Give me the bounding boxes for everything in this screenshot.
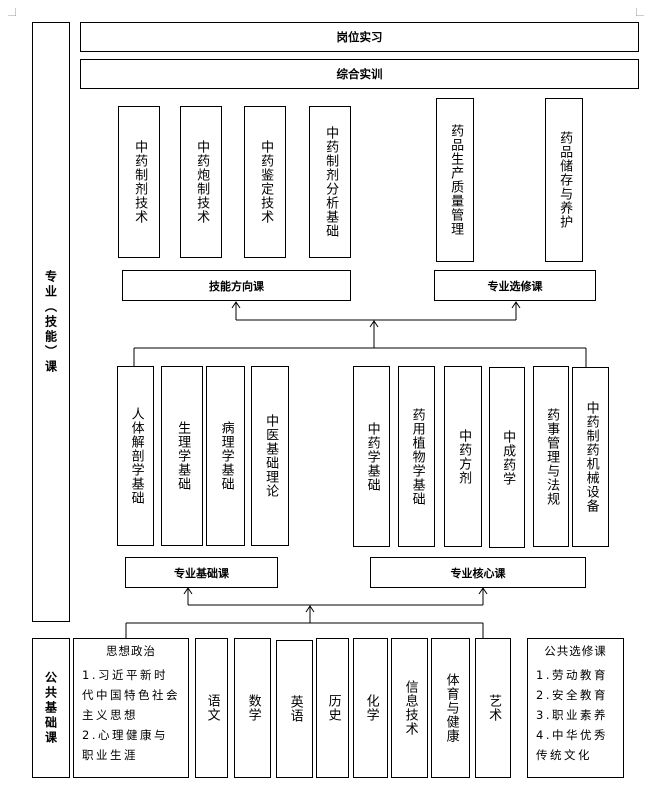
public-elective-item-2: 2.安全教育: [536, 688, 608, 702]
public-course-3: 英语: [276, 640, 313, 778]
basic-label-box: 专业基础课: [125, 557, 278, 588]
core-course-6: 中药制药机械设备: [572, 367, 609, 547]
politics-title: 思想政治: [106, 644, 156, 658]
core-course-3: 中药方剂: [444, 366, 482, 547]
elective-course-2: 药品储存与养护: [545, 98, 583, 262]
core-label: 专业核心课: [450, 566, 506, 580]
public-elective-item-4: 4.中华优秀传统文化: [536, 728, 608, 762]
side-label-box: 专业（技能）课: [32, 22, 70, 622]
skill-course-2: 中药炮制技术: [180, 106, 222, 258]
public-course-5: 化学: [353, 638, 388, 778]
core-course-1: 中药学基础: [353, 366, 390, 547]
public-basic-label: 公共基础课: [43, 670, 58, 746]
core-label-box: 专业核心课: [370, 557, 586, 588]
skill-course-4: 中药制剂分析基础: [309, 106, 351, 258]
internship-bar: 岗位实习: [80, 22, 639, 52]
public-course-1: 语文: [195, 638, 228, 778]
public-elective-item-3: 3.职业素养: [536, 708, 608, 722]
public-course-4: 历史: [316, 638, 349, 778]
skill-direction-label: 技能方向课: [209, 279, 264, 293]
public-course-2: 数学: [234, 638, 271, 778]
skill-direction-label-box: 技能方向课: [122, 270, 351, 301]
skill-course-1: 中药制剂技术: [118, 106, 160, 258]
public-course-8: 艺术: [475, 638, 511, 778]
elective-label-box: 专业选修课: [434, 270, 596, 301]
comprehensive-training-label: 综合实训: [336, 67, 383, 81]
core-course-4: 中成药学: [489, 367, 525, 548]
basic-label: 专业基础课: [174, 566, 229, 580]
politics-item-1: 1.习近平新时代中国特色社会主义思想: [82, 668, 180, 722]
basic-course-1: 人体解剖学基础: [117, 366, 154, 546]
public-basic-label-box: 公共基础课: [32, 638, 70, 778]
elective-label: 专业选修课: [487, 279, 543, 293]
skill-course-3: 中药鉴定技术: [244, 106, 286, 258]
core-course-2: 药用植物学基础: [398, 366, 435, 547]
politics-box: 思想政治 1.习近平新时代中国特色社会主义思想 2.心理健康与职业生涯: [73, 638, 189, 778]
internship-label: 岗位实习: [336, 30, 383, 44]
public-elective-item-1: 1.劳动教育: [536, 668, 608, 682]
public-elective-box: 公共选修课 1.劳动教育 2.安全教育 3.职业素养 4.中华优秀传统文化: [527, 638, 624, 778]
elective-course-1: 药品生产质量管理: [436, 98, 474, 262]
comprehensive-training-bar: 综合实训: [80, 59, 639, 89]
public-course-6: 信息技术: [391, 638, 428, 778]
basic-course-2: 生理学基础: [161, 366, 203, 546]
core-course-5: 药事管理与法规: [533, 366, 569, 547]
side-label: 专业（技能）课: [43, 269, 58, 375]
politics-item-2: 2.心理健康与职业生涯: [82, 728, 168, 762]
basic-course-3: 病理学基础: [206, 366, 245, 546]
public-course-7: 体育与健康: [431, 638, 470, 778]
basic-course-4: 中医基础理论: [251, 366, 289, 546]
public-elective-title: 公共选修课: [544, 644, 607, 658]
